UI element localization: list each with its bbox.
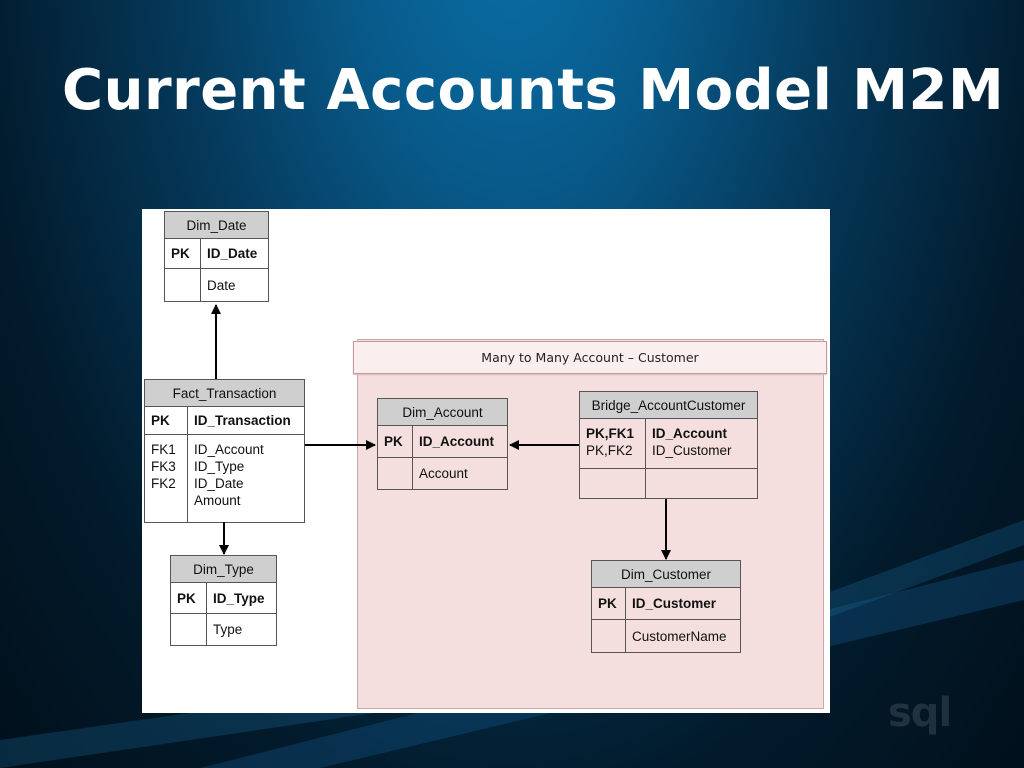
key-label: PK,FK2 [586, 443, 633, 458]
field-name: ID_Account [194, 442, 264, 457]
pk-field: ID_Type [207, 583, 276, 614]
key-field: ID_Account [652, 426, 728, 441]
field-list: ID_Account ID_Type ID_Date Amount [188, 435, 304, 522]
entity-dim-type[interactable]: Dim_Type PK ID_Type Type [170, 555, 277, 646]
field-name: Amount [194, 493, 241, 508]
entity-title: Fact_Transaction [144, 379, 305, 407]
empty-cell [592, 620, 626, 652]
fk-label: FK3 [151, 459, 176, 474]
entity-title: Bridge_AccountCustomer [579, 391, 758, 419]
empty-cell [171, 614, 207, 645]
fk-label: FK1 [151, 442, 176, 457]
field-name: ID_Type [194, 459, 245, 474]
entity-dim-account[interactable]: Dim_Account PK ID_Account Account [377, 398, 508, 490]
pk-label: PK [378, 426, 413, 458]
pk-field: ID_Customer [626, 588, 740, 620]
entity-dim-customer[interactable]: Dim_Customer PK ID_Customer CustomerName [591, 560, 741, 653]
pk-field: ID_Date [201, 239, 268, 269]
pk-label: PK [592, 588, 626, 620]
key-label: PK,FK1 [586, 426, 635, 441]
pk-label: PK [165, 239, 201, 269]
attribute-field: Date [207, 277, 236, 293]
empty-cell [580, 469, 646, 498]
diagram-canvas: Many to Many Account – Customer Dim_Date… [142, 209, 830, 713]
pk-label: PK [145, 407, 188, 435]
entity-bridge-account-customer[interactable]: Bridge_AccountCustomer PK,FK1 PK,FK2 ID_… [579, 391, 758, 499]
pk-label: PK [171, 583, 207, 614]
entity-fact-transaction[interactable]: Fact_Transaction PK ID_Transaction FK1 F… [144, 379, 305, 523]
empty-cell [378, 458, 413, 489]
entity-title: Dim_Type [170, 555, 277, 583]
foreign-key-labels: FK1 FK3 FK2 [145, 435, 188, 522]
attribute-field: Type [213, 622, 243, 637]
entity-title: Dim_Date [164, 211, 269, 239]
entity-title: Dim_Customer [591, 560, 741, 588]
attribute-field: CustomerName [632, 628, 727, 644]
entity-title: Dim_Account [377, 398, 508, 426]
pk-field: ID_Transaction [188, 407, 304, 435]
key-fields: ID_Account ID_Customer [646, 419, 757, 469]
brand-logo: sql [888, 690, 952, 736]
slide-title: Current Accounts Model M2M [62, 58, 1005, 123]
entity-dim-date[interactable]: Dim_Date PK ID_Date Date [164, 211, 269, 302]
pk-field: ID_Account [413, 426, 507, 458]
empty-cell [646, 469, 757, 498]
empty-cell [165, 269, 201, 301]
field-name: ID_Date [194, 476, 244, 491]
attribute-field: Account [419, 466, 468, 481]
key-labels: PK,FK1 PK,FK2 [580, 419, 646, 469]
key-field: ID_Customer [652, 443, 732, 458]
group-label: Many to Many Account – Customer [353, 341, 827, 374]
fk-label: FK2 [151, 476, 176, 491]
